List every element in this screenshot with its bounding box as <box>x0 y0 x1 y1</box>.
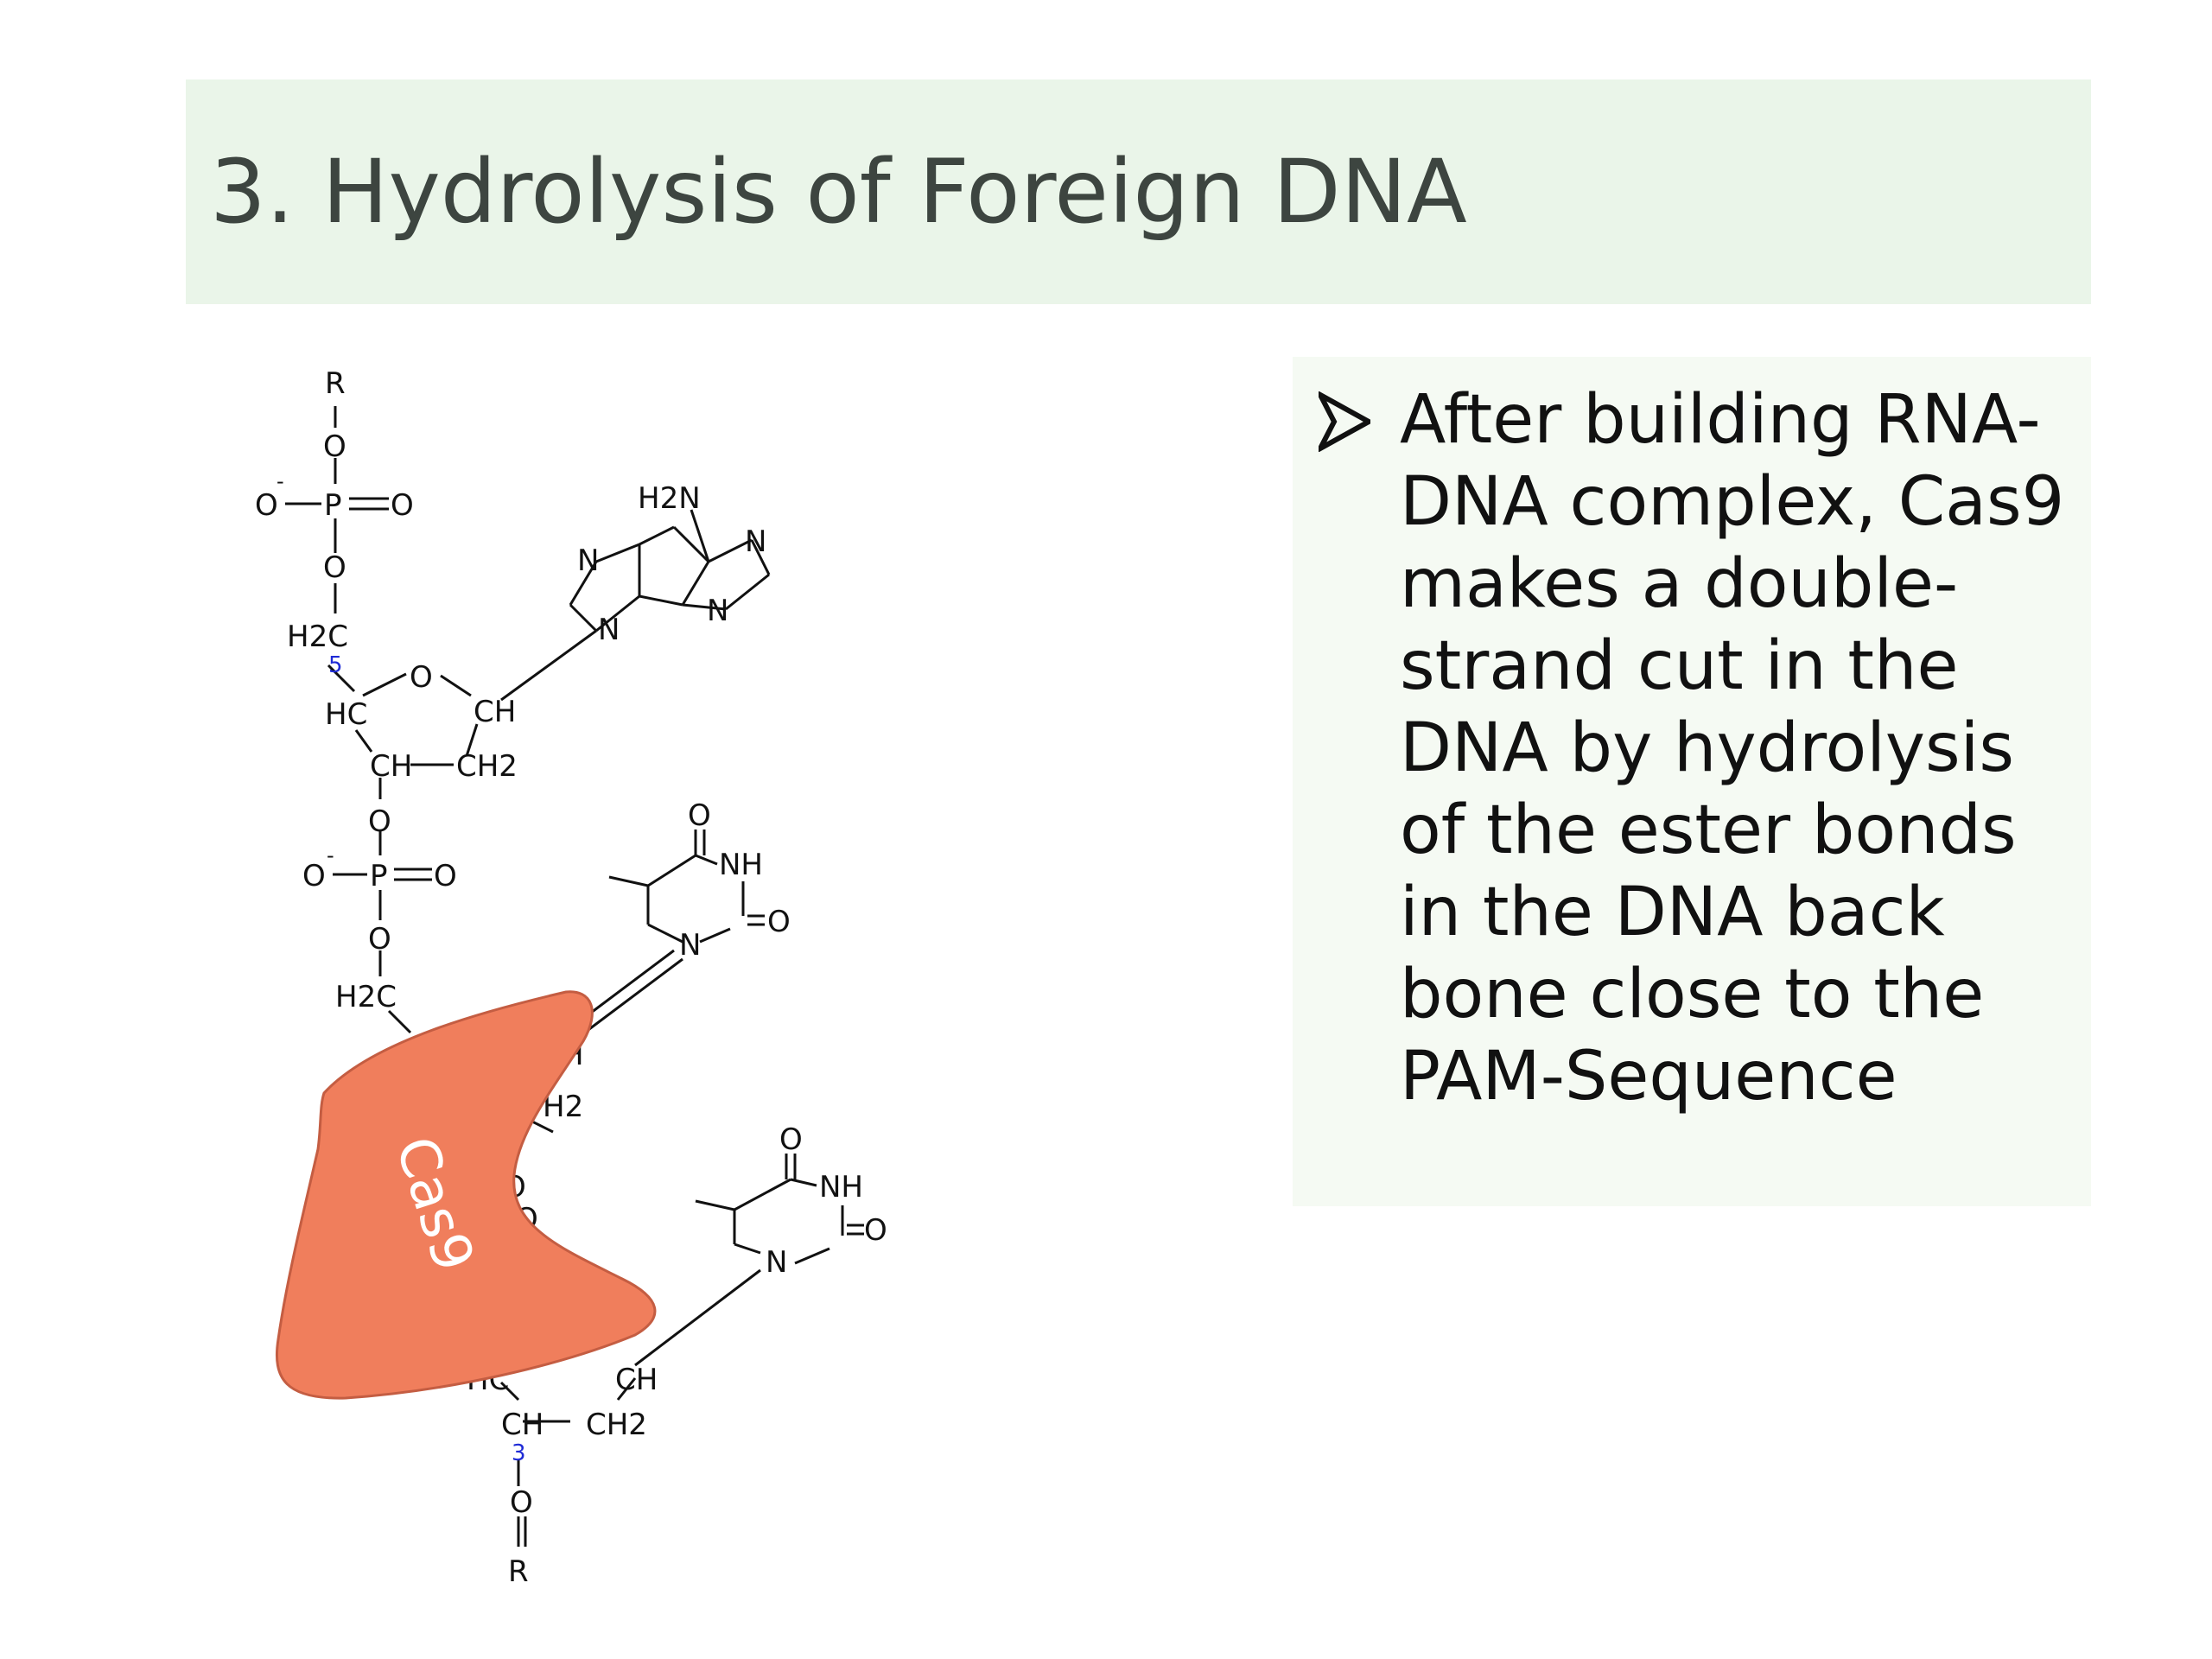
atom-label: N <box>745 524 766 559</box>
arrowhead-bullet-icon <box>1319 391 1370 452</box>
bond <box>569 603 598 632</box>
title-banner: 3. Hydrolysis of Foreign DNA <box>186 79 2091 304</box>
bond <box>708 538 753 563</box>
atom-label: R <box>508 1554 529 1589</box>
slide-title: 3. Hydrolysis of Foreign DNA <box>210 141 1467 244</box>
bond <box>699 927 731 944</box>
atom-label: O <box>410 660 433 695</box>
atom-label: HC <box>325 697 367 732</box>
atom-label: N <box>707 594 728 628</box>
bond <box>734 1243 761 1255</box>
atom-label: O <box>688 798 711 833</box>
atom-label: CH <box>370 749 412 784</box>
bond <box>362 672 407 697</box>
atom-label: O <box>323 550 346 585</box>
bond <box>616 1377 637 1401</box>
atom-label: N <box>766 1245 787 1280</box>
atom-label: O <box>510 1485 533 1520</box>
atom-label: NH <box>819 1170 863 1205</box>
bond <box>750 539 771 575</box>
bullet-panel: After building RNA-DNA complex, Cas9 mak… <box>1293 357 2091 1206</box>
bond <box>500 629 597 702</box>
bond <box>672 525 710 563</box>
bond <box>595 543 640 563</box>
bond <box>569 561 598 606</box>
bond <box>681 561 710 606</box>
atom-label: O <box>302 859 326 893</box>
bond <box>690 509 710 563</box>
cas9-enzyme-shape <box>275 990 657 1400</box>
locant-label: 5 <box>328 652 343 678</box>
bond <box>695 1199 735 1211</box>
bond <box>499 1381 520 1402</box>
atom-label: H2C <box>287 620 348 654</box>
atom-label: N <box>577 543 599 578</box>
bond <box>725 573 770 611</box>
atom-label: O <box>779 1122 803 1157</box>
diagram-atom-labels: R O O - P O O H2C 5 HC O CH CH CH2 H2N N… <box>255 366 887 1589</box>
atom-label: CH <box>501 1408 543 1442</box>
bond <box>682 603 727 611</box>
atom-label: O <box>255 488 278 523</box>
bond <box>695 854 718 866</box>
atom-label: P <box>324 488 342 523</box>
bond <box>647 854 696 887</box>
locant-label: 3 <box>512 1440 526 1466</box>
bond <box>327 664 356 693</box>
atom-label: O <box>864 1213 887 1248</box>
bond <box>647 923 683 944</box>
atom-label: CH2 <box>456 749 518 784</box>
charge-label: - <box>276 469 284 493</box>
bond <box>639 594 683 607</box>
bond <box>608 875 649 887</box>
atom-label: CH2 <box>586 1408 647 1442</box>
atom-label: P <box>370 859 388 893</box>
bond <box>465 723 479 757</box>
atom-label: CH <box>615 1363 658 1397</box>
bullet-text: After building RNA-DNA complex, Cas9 mak… <box>1400 381 2065 1116</box>
bond <box>578 957 683 1039</box>
bond <box>440 674 472 697</box>
atom-label: O <box>391 488 414 523</box>
atom-label: H2N <box>638 481 701 516</box>
atom-label: O <box>767 905 791 939</box>
bond <box>354 729 373 753</box>
atom-label: H2C <box>335 980 397 1014</box>
bond <box>387 1009 412 1034</box>
bond <box>734 1178 791 1211</box>
atom-label: N <box>679 928 701 963</box>
charge-label: - <box>327 843 334 868</box>
bond <box>790 1178 817 1187</box>
atom-label: O <box>368 804 391 839</box>
bond <box>794 1247 830 1265</box>
atom-label: NH <box>719 848 763 882</box>
atom-label: O <box>323 429 346 464</box>
bond <box>634 1268 761 1367</box>
atom-label: CH <box>474 695 516 729</box>
diagram-bonds <box>285 406 864 1547</box>
atom-label: O <box>434 859 457 893</box>
atom-label: N <box>598 613 620 647</box>
bond <box>639 525 675 546</box>
bond <box>595 594 640 632</box>
atom-label: R <box>325 366 346 401</box>
atom-label: O <box>368 922 391 957</box>
